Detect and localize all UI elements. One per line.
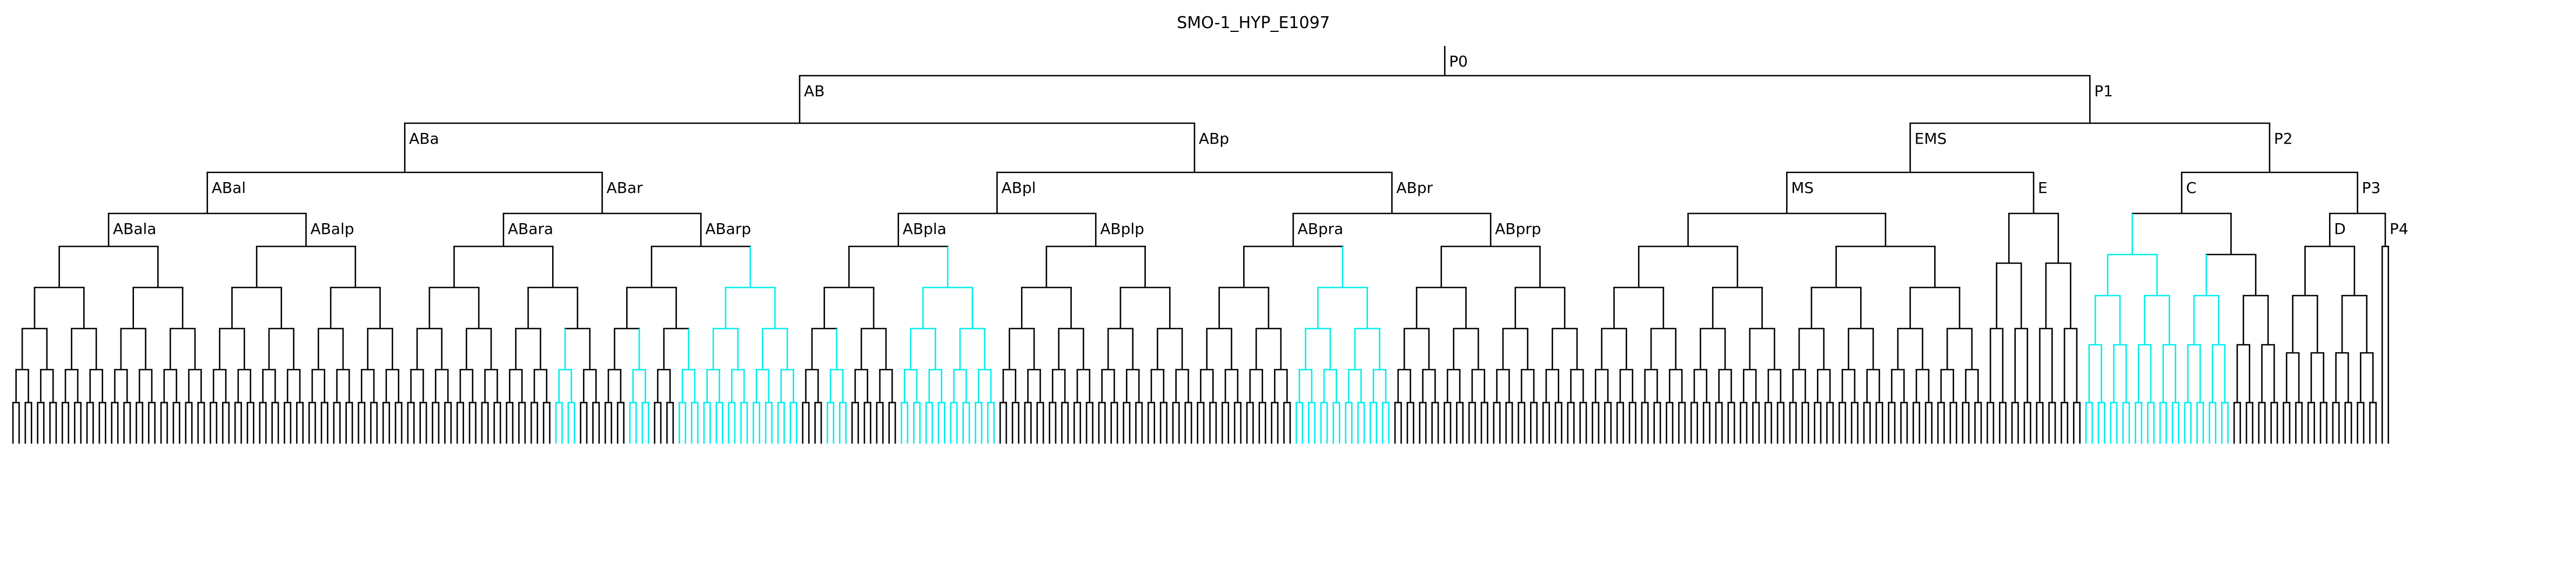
node-label-ABpra: ABpra (1298, 220, 1344, 238)
node-label-P3: P3 (2362, 179, 2381, 197)
node-label-ABal: ABal (212, 179, 246, 197)
node-label-E: E (2038, 179, 2048, 197)
node-label-AB: AB (804, 82, 824, 100)
node-label-ABarp: ABarp (705, 220, 751, 238)
node-label-ABprp: ABprp (1495, 220, 1541, 238)
node-label-ABa: ABa (409, 130, 439, 148)
tree-branches (12, 46, 2390, 444)
node-label-P4: P4 (2390, 220, 2409, 238)
node-label-ABplp: ABplp (1100, 220, 1144, 238)
node-label-ABpl: ABpl (1001, 179, 1036, 197)
node-label-ABpr: ABpr (1396, 179, 1433, 197)
node-label-ABara: ABara (508, 220, 553, 238)
node-label-P0: P0 (1449, 52, 1468, 70)
node-label-P2: P2 (2274, 130, 2293, 148)
node-label-P1: P1 (2094, 82, 2113, 100)
node-label-D: D (2334, 220, 2346, 238)
node-label-ABpla: ABpla (903, 220, 947, 238)
node-label-ABar: ABar (607, 179, 643, 197)
node-label-ABalp: ABalp (310, 220, 354, 238)
node-label-C: C (2186, 179, 2197, 197)
diagram-title: SMO-1_HYP_E1097 (1177, 14, 1330, 32)
node-label-ABala: ABala (113, 220, 156, 238)
node-label-ABp: ABp (1199, 130, 1229, 148)
node-label-EMS: EMS (1915, 130, 1947, 148)
node-label-MS: MS (1791, 179, 1814, 197)
